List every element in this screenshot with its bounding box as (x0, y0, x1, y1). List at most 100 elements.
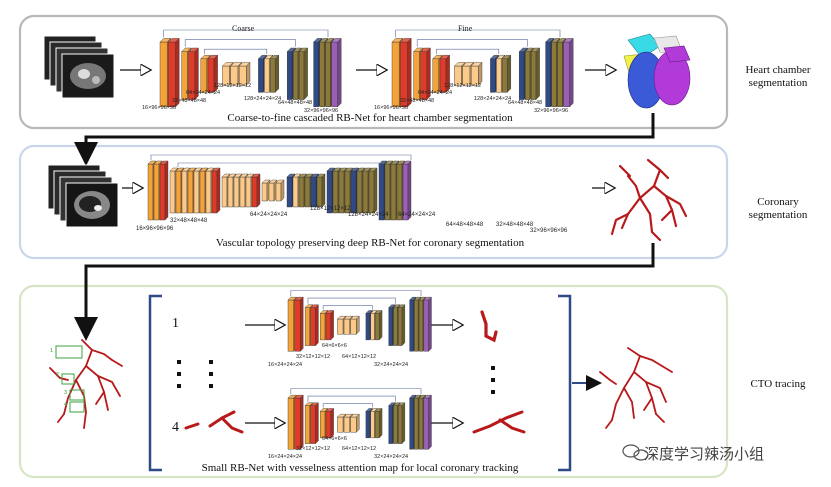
coarse-skip-2 (184, 39, 296, 47)
fine-layer-9 (470, 61, 483, 86)
dim-deep-64c: 64×48×48×48 (446, 222, 484, 228)
inset-label-3: 3 (64, 390, 68, 396)
dim-deep-128b: 128×24×24×24 (348, 212, 389, 218)
ellipsis-dots-left (177, 360, 213, 388)
coarse-layer-19 (331, 37, 342, 108)
dim-small-top-32b: 32×24×24×24 (374, 362, 409, 368)
dim-fine-32b: 32×96×96×96 (534, 108, 569, 114)
dim-fine-32: 32×48×48×48 (400, 98, 435, 104)
dim-small-bottom-16: 16×24×24×24 (268, 454, 303, 460)
patch-vessel-input-4 (184, 410, 244, 434)
dim-coarse-64b: 64×48×48×48 (278, 100, 313, 106)
small-top-layer-6 (325, 309, 335, 341)
dim-coarse-128b: 128×24×24×24 (244, 96, 282, 102)
dim-fine-128b: 128×24×24×24 (474, 96, 512, 102)
fine-layer-12 (501, 54, 512, 93)
deep-layer-3 (159, 160, 169, 221)
side-label-heart: Heart chamber segmentation (745, 64, 811, 89)
ct-stack-heart (43, 35, 115, 99)
deep-layer-20 (275, 179, 285, 202)
deep-layer-11 (211, 167, 221, 214)
small-top-layer-19 (423, 296, 432, 352)
small-bottom-layer-9 (350, 413, 360, 433)
small-bottom-skip-2 (307, 395, 396, 402)
caption-cto: Small RB-Net with vesselness attention m… (201, 462, 519, 474)
fine-skip-1 (395, 29, 561, 38)
dim-small-bottom-32b: 32×24×24×24 (374, 454, 409, 460)
coarse-layer-6 (207, 54, 219, 93)
dim-deep-64b: 64×24×24×24 (398, 212, 436, 218)
coarse-layer-2 (167, 37, 180, 108)
coarse-layer-4 (188, 47, 199, 101)
dim-small-top-64b: 64×12×12×12 (342, 354, 377, 360)
heart-chamber-render (623, 33, 691, 109)
dim-fine-64: 64×24×24×24 (418, 90, 453, 96)
coronary-tree-panel2 (610, 158, 688, 242)
dim-coarse-64: 64×24×24×24 (186, 90, 221, 96)
small-top-layer-9 (350, 315, 360, 335)
wechat-icon (622, 444, 649, 461)
small-top-skip-2 (307, 297, 396, 304)
dim-deep-32c: 32×96×96×96 (530, 228, 568, 234)
dim-fine-128: 128×12×12×12 (444, 83, 482, 89)
network-small-bottom (287, 388, 432, 450)
small-bottom-layer-15 (397, 402, 406, 445)
dim-coarse-32: 32×48×48×48 (172, 98, 207, 104)
dim-small-top-64: 64×6×6×6 (322, 343, 347, 349)
cto-inset-box-4 (69, 401, 85, 413)
fine-skip-2 (416, 39, 528, 47)
cto-inset-box-1 (55, 345, 83, 359)
watermark: 深度学习辣汤小组 (644, 445, 765, 463)
small-top-layer-12 (374, 309, 383, 341)
coronary-tree-cto-input (49, 339, 123, 429)
dim-small-bottom-64: 64×6×6×6 (322, 436, 347, 442)
patch-vessel-output-1 (480, 310, 498, 343)
dim-small-top-16: 16×24×24×24 (268, 362, 303, 368)
dim-deep-64: 64×24×24×24 (250, 212, 288, 218)
network-small-top (287, 290, 432, 352)
small-top-layer-15 (397, 304, 406, 347)
dim-small-bottom-64b: 64×12×12×12 (342, 446, 377, 452)
dim-deep-128: 128×12×12×12 (310, 206, 351, 212)
cto-inset-box-3 (69, 389, 85, 401)
dim-deep-32b: 32×48×48×48 (496, 222, 534, 228)
small-top-layer-2 (294, 296, 304, 352)
network-deep (147, 154, 412, 221)
small-bottom-layer-12 (374, 407, 383, 439)
coarse-skip-1 (163, 29, 329, 38)
dim-deep-16: 16×96×96×96 (136, 226, 174, 232)
caption-heart: Coarse-to-fine cascaded RB-Net for heart… (227, 112, 513, 124)
coarse-layer-12 (269, 54, 280, 93)
deep-layer-26 (316, 173, 326, 208)
bracket-left (148, 294, 162, 472)
deep-layer-34 (368, 167, 378, 214)
label-coarse: Coarse (232, 24, 255, 33)
dim-small-bottom-32: 32×12×12×12 (296, 446, 331, 452)
small-bottom-skip-3 (322, 403, 373, 408)
small-bottom-layer-2 (294, 394, 304, 450)
coronary-tree-cto-result (599, 347, 673, 429)
dim-coarse-16: 16×96×96×96 (142, 105, 177, 111)
fine-layer-2 (399, 37, 412, 108)
dim-small-top-32: 32×12×12×12 (296, 354, 331, 360)
panel-cto-frame (18, 284, 729, 479)
deep-layer-39 (402, 160, 412, 221)
small-bottom-layer-19 (423, 394, 432, 450)
small-bottom-layer-6 (325, 407, 335, 439)
fine-skip-3 (436, 48, 500, 54)
small-top-layer-4 (310, 304, 319, 347)
coarse-skip-3 (204, 48, 268, 54)
index-top: 1 (172, 316, 179, 331)
cto-inset-box-2 (61, 373, 75, 385)
inset-label-1: 1 (50, 348, 54, 354)
ct-stack-coronary (47, 164, 119, 228)
network-fine (391, 29, 574, 108)
ellipsis-dots-right (491, 366, 495, 394)
bracket-right (558, 294, 572, 472)
small-bottom-layer-4 (310, 402, 319, 445)
deep-skip-1 (150, 154, 412, 160)
small-top-skip-3 (322, 305, 373, 310)
connector-coronary-to-cto (74, 243, 655, 341)
side-label-cto: CTO tracing (750, 378, 806, 390)
